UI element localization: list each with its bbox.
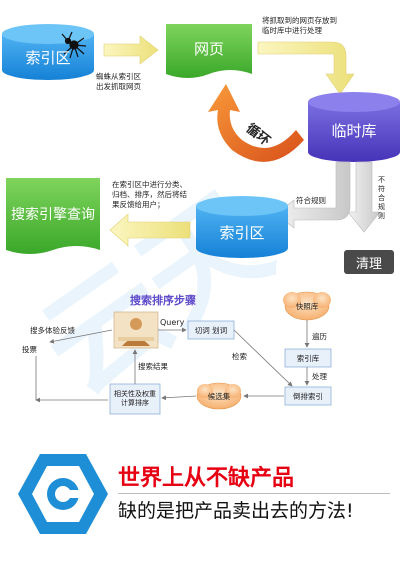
segment-label: 切词 划词 [194,325,228,335]
index-db3-box-shape [284,348,332,368]
index-db3-label: 索引库 [296,353,320,363]
temp-db-label: 临时库 [331,121,377,140]
candidate-set-label: 候选集 [207,391,231,401]
snapshot-cloud [283,291,331,321]
index-db-label: 索引区 [25,48,71,67]
spider-icon [61,31,87,59]
arrow-temp-to-clean [347,161,381,233]
loop-arrow [208,84,304,162]
index-db2-label: 索引区 [219,223,265,242]
search-result-label: 搜索结果 [138,362,168,371]
candidate-cloud [196,382,242,410]
banner-subline: 缺的是把产品卖出去的方法! [118,500,354,522]
snapshot-db-label: 快照库 [295,301,319,311]
not-qualify-label: 不 符 合 规 则 [378,176,385,220]
temp-db-cylinder [308,92,400,162]
relevance-box-shape [109,383,161,415]
index-db2-cylinder [196,196,288,258]
banner-headline: 世界上从不缺产品 [118,466,295,491]
webpage-label: 网页 [193,39,224,58]
search-verb-label: 检索 [232,352,247,361]
traverse-label: 遍历 [312,332,327,341]
arrow-webpage-to-temp [257,41,355,95]
classify-note: 在索引区中进行分类、 归档、排序，然后将结 果反馈给用户； [112,180,187,209]
clean-label: 清理 [355,256,382,272]
store-note: 将抓取到的网页存放到 临时库中进行处理 [262,16,337,35]
vote-label: 投票 [22,345,37,354]
qualify-label: 符合规则 [296,196,326,205]
inverted-index-label: 倒排索引 [293,391,323,401]
banner-divider [118,493,390,494]
process-label: 处理 [312,372,327,381]
search-query-label: 搜索引擎查询 [11,207,95,223]
query-label: Query [160,318,185,327]
webpage-document [166,24,252,78]
relevance-label: 相关性及权重 计算排序 [114,390,156,407]
company-logo [18,454,108,534]
arrow-index-to-webpage [103,35,159,65]
arrow-temp-to-index2 [275,161,351,229]
clean-box [344,250,394,274]
arrow-index2-to-search [109,213,191,247]
search-query-document [6,178,100,254]
ranking-title: 搜索排序步骤 [130,294,196,307]
spider-note: 蜘蛛从索引区 出发抓取网页 [96,72,141,91]
user-feedback-label: 搜多体验反馈 [30,326,75,335]
inverted-box-shape [284,386,332,406]
researcher-image [113,311,159,349]
